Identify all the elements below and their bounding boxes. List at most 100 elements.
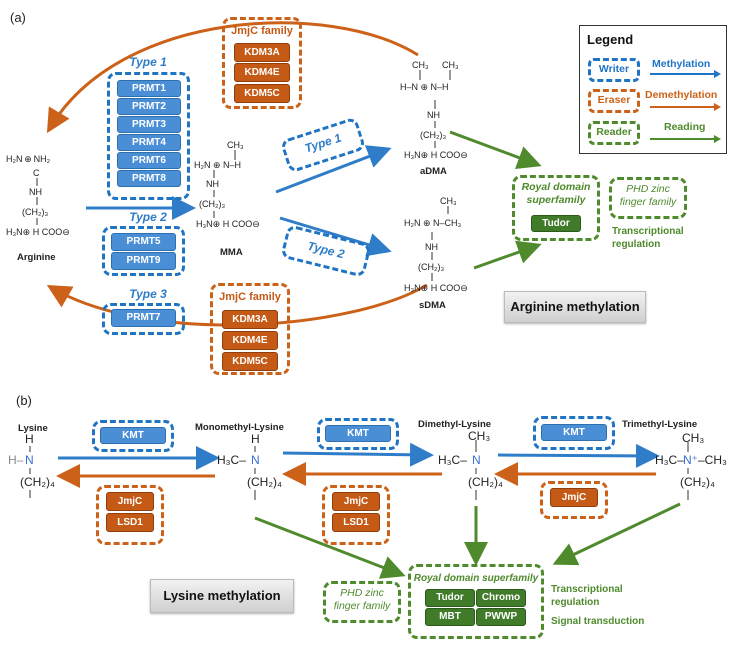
enzyme-chip[interactable]: PRMT3 xyxy=(117,116,181,133)
writer-type1-label: Type 1 xyxy=(129,55,167,69)
legend: Legend Writer Methylation Eraser Demethy… xyxy=(579,25,727,154)
reading-arrow-adma xyxy=(449,130,542,169)
function-line1: Transcriptional xyxy=(551,584,623,595)
enzyme-chip[interactable]: LSD1 xyxy=(332,513,380,532)
enzyme-chip[interactable]: KDM4E xyxy=(222,331,278,350)
enzyme-chip[interactable]: PRMT7 xyxy=(111,309,176,327)
mma-bottom: H₃N⊕ H COO⊖ xyxy=(196,219,260,229)
reader-phd-group-a xyxy=(609,177,687,219)
reader-phd-group-b xyxy=(323,581,401,623)
arginine-top: H₂N ⊕ NH₂ xyxy=(6,154,51,164)
reader-royal-label-b: Royal domain superfamily xyxy=(413,573,539,584)
function-line1: Transcriptional xyxy=(612,226,684,237)
legend-arrowhead-icon xyxy=(714,103,721,111)
enzyme-chip[interactable]: KDM3A xyxy=(234,43,290,62)
enzyme-chip[interactable]: KMT xyxy=(100,427,166,444)
monomethyl-chain: (CH₂)₄ xyxy=(247,475,282,489)
dimethyl-methyl-top: CH₃ xyxy=(468,429,491,443)
enzyme-chip[interactable]: LSD1 xyxy=(106,513,154,532)
writer-type2-group xyxy=(102,226,185,276)
lysine-h-top: H xyxy=(25,432,34,446)
adma-nh: NH xyxy=(427,110,440,120)
legend-methylation-arrow xyxy=(650,73,716,75)
enzyme-chip[interactable]: KDM3A xyxy=(222,310,278,329)
mma-top: H₂N ⊕ N–H xyxy=(194,160,242,170)
legend-arrowhead-icon xyxy=(714,135,721,143)
dimethyl-left: H₃C– xyxy=(438,453,467,467)
reading-arrow-mono xyxy=(254,516,406,579)
legend-demethylation-arrow xyxy=(650,106,716,108)
domain-chip[interactable]: PWWP xyxy=(476,608,526,626)
adma-bottom: H₃N⊕ H COO⊖ xyxy=(404,150,468,160)
writer-kmt-group-2 xyxy=(317,418,399,450)
trimethyl-left: H₃C– xyxy=(655,453,684,467)
writer-type1-group xyxy=(107,72,190,200)
function-line3: Signal transduction xyxy=(551,616,645,627)
phd-label-line1: PHD zinc xyxy=(626,183,670,195)
royal-label-line2: superfamily xyxy=(526,194,586,206)
writer-kmt-group-1 xyxy=(92,420,174,452)
reader-royal-label-a: Royal domain superfamily xyxy=(512,181,600,207)
enzyme-chip[interactable]: PRMT5 xyxy=(111,233,176,251)
sdma-top: H₂N ⊕ N–CH₃ xyxy=(404,218,462,228)
dimethyl-n: N xyxy=(472,453,481,467)
lysine-h-left: H– xyxy=(8,453,24,467)
enzyme-chip[interactable]: PRMT8 xyxy=(117,170,181,187)
enzyme-chip[interactable]: PRMT1 xyxy=(117,80,181,97)
adma-methyl-1: CH₃ xyxy=(412,60,429,70)
arginine-c: C xyxy=(33,168,40,178)
reader-function-a: Transcriptional regulation xyxy=(612,225,684,251)
mma-chain: (CH₂)₃ xyxy=(199,199,226,209)
domain-chip[interactable]: MBT xyxy=(425,608,475,626)
enzyme-chip[interactable]: JmjC xyxy=(106,492,154,511)
mma-nh: NH xyxy=(206,179,219,189)
reading-arrow-sdma xyxy=(473,240,542,270)
adma-chain: (CH₂)₃ xyxy=(420,130,447,140)
adma-methyl-2: CH₃ xyxy=(442,60,459,70)
arginine-chain: (CH₂)₃ xyxy=(22,207,49,217)
trimethyl-right: –CH₃ xyxy=(698,453,727,467)
panel-b-label: (b) xyxy=(16,393,32,408)
sdma-chain: (CH₂)₃ xyxy=(418,262,445,272)
enzyme-chip[interactable]: KMT xyxy=(325,425,391,442)
lysine-n: N xyxy=(25,453,34,467)
legend-arrowhead-icon xyxy=(714,70,721,78)
arginine-methylation-badge: Arginine methylation xyxy=(504,291,646,323)
methylation-arrow-mma-adma xyxy=(275,145,392,194)
enzyme-chip[interactable]: PRMT2 xyxy=(117,98,181,115)
enzyme-chip[interactable]: KDM4E xyxy=(234,63,290,82)
arginine-name: Arginine xyxy=(17,252,56,263)
writer-type3-label: Type 3 xyxy=(129,287,167,301)
dimethyl-chain: (CH₂)₄ xyxy=(468,475,503,489)
sdma-methyl: CH₃ xyxy=(440,196,457,206)
eraser-top-label: JmjC family xyxy=(231,25,293,37)
mma-methyl: CH₃ xyxy=(227,140,244,150)
sdma-bottom: H₃N⊕ H COO⊖ xyxy=(404,283,468,293)
enzyme-chip[interactable]: KMT xyxy=(541,424,607,441)
demethylation-curve-top xyxy=(46,21,419,134)
legend-eraser-label: Eraser xyxy=(597,94,631,106)
domain-chip[interactable]: Tudor xyxy=(425,589,475,607)
molecule-bonds xyxy=(29,70,689,500)
enzyme-chip[interactable]: PRMT6 xyxy=(117,152,181,169)
enzyme-chip[interactable]: KDM5C xyxy=(222,352,278,371)
enzyme-chip[interactable]: JmjC xyxy=(332,492,380,511)
arginine-nh: NH xyxy=(29,187,42,197)
domain-chip[interactable]: Tudor xyxy=(531,215,581,232)
eraser-bottom-label: JmjC family xyxy=(219,291,281,303)
sdma-nh: NH xyxy=(425,242,438,252)
eraser-group-step2 xyxy=(322,485,390,545)
writer-type3-group xyxy=(102,303,185,335)
enzyme-chip[interactable]: JmjC xyxy=(550,488,598,507)
legend-demethylation-label: Demethylation xyxy=(645,89,718,101)
enzyme-chip[interactable]: PRMT9 xyxy=(111,252,176,270)
reader-function-b: Transcriptional regulation Signal transd… xyxy=(551,583,644,628)
reader-royal-group-a xyxy=(512,175,600,241)
enzyme-chip[interactable]: KDM5C xyxy=(234,84,290,103)
writer-kmt-group-3 xyxy=(533,416,615,450)
monomethyl-left: H₃C– xyxy=(217,453,246,467)
enzyme-chip[interactable]: PRMT4 xyxy=(117,134,181,151)
eraser-group-step1 xyxy=(96,485,164,545)
domain-chip[interactable]: Chromo xyxy=(476,589,526,607)
trimethyl-chain: (CH₂)₄ xyxy=(680,475,715,489)
